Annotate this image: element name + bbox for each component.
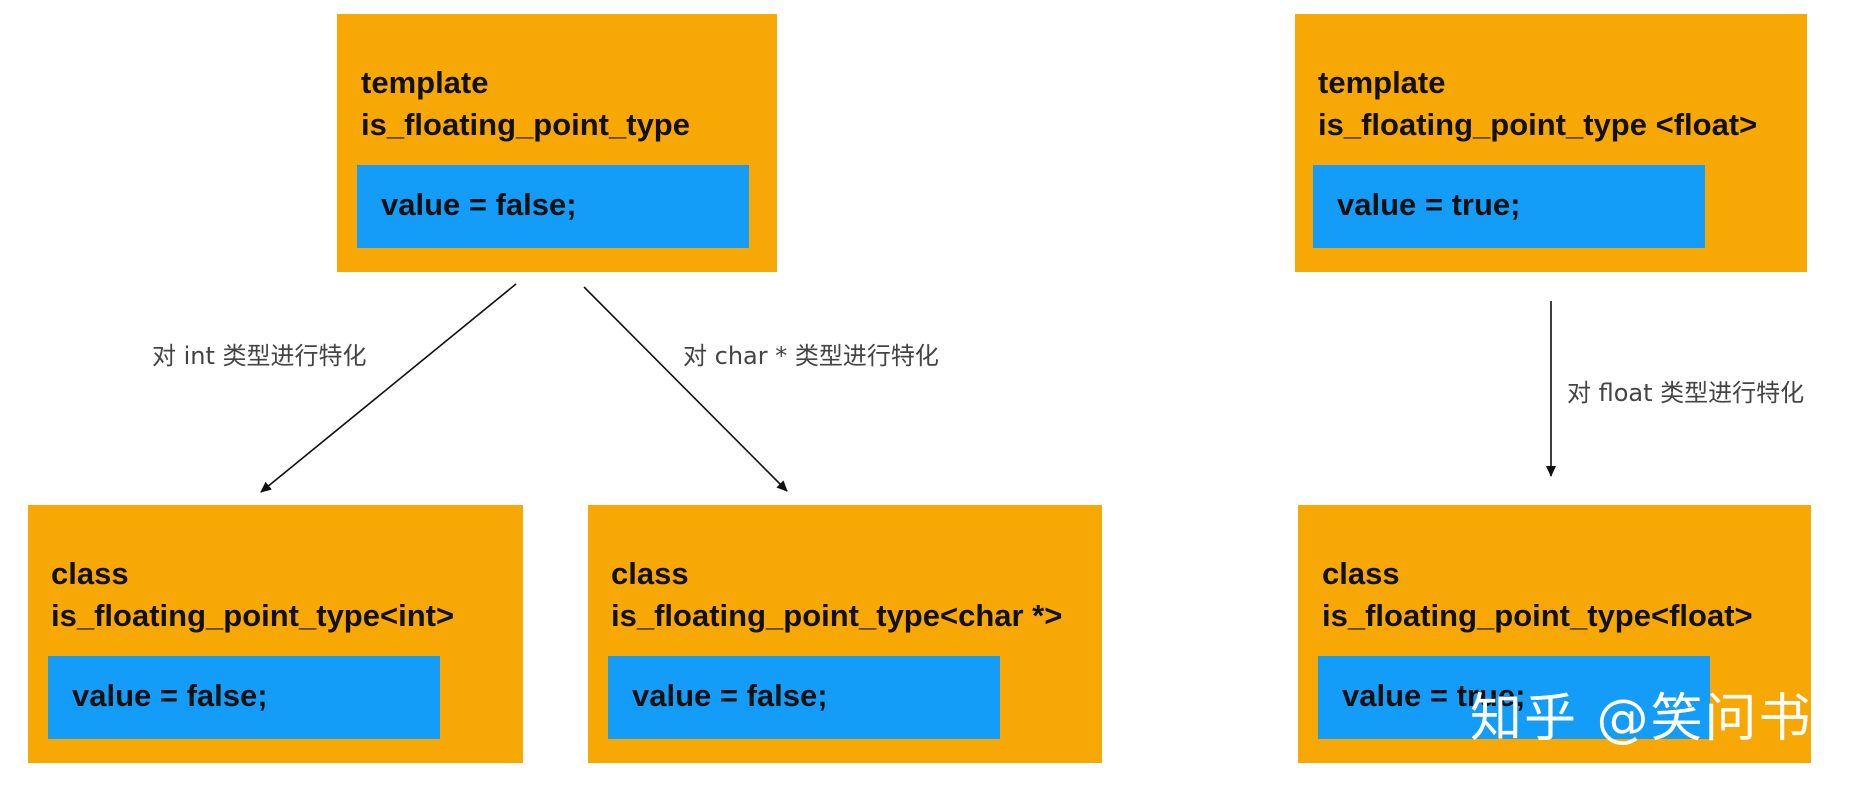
int-specialization-name: is_floating_point_type<int> [51, 598, 455, 633]
int-specialization-keyword: class [51, 556, 129, 591]
primary-template-value: value = false; [381, 187, 577, 222]
float-template-value-box: value = true; [1313, 165, 1705, 248]
edge-label-char-ptr: 对 char * 类型进行特化 [683, 342, 939, 370]
char-ptr-specialization-name: is_floating_point_type<char *> [611, 598, 1063, 633]
float-template-name: is_floating_point_type <float> [1318, 107, 1758, 142]
char-ptr-specialization-value: value = false; [632, 678, 828, 713]
int-specialization-value: value = false; [72, 678, 268, 713]
edge-label-float: 对 float 类型进行特化 [1567, 379, 1805, 407]
float-template-keyword: template [1318, 65, 1446, 100]
primary-template-name: is_floating_point_type [361, 107, 690, 142]
int-specialization-value-box: value = false; [48, 656, 440, 739]
arrow-to-char-ptr [583, 286, 788, 492]
int-specialization-box: class is_floating_point_type<int> value … [28, 505, 523, 763]
char-ptr-specialization-keyword: class [611, 556, 689, 591]
char-ptr-specialization-value-box: value = false; [608, 656, 1000, 739]
primary-template-keyword: template [361, 65, 489, 100]
float-class-box: class is_floating_point_type<float> valu… [1298, 505, 1811, 763]
float-template-value: value = true; [1337, 187, 1521, 222]
float-class-name: is_floating_point_type<float> [1322, 598, 1753, 633]
float-class-value-box: value = true; [1318, 656, 1710, 739]
zhihu-watermark: 知乎 @笑问书 [1470, 689, 1813, 749]
arrow-to-int [260, 283, 517, 493]
float-class-value: value = true; [1342, 678, 1526, 713]
primary-template-box: template is_floating_point_type value = … [337, 14, 777, 272]
float-template-box: template is_floating_point_type <float> … [1295, 14, 1807, 272]
char-ptr-specialization-box: class is_floating_point_type<char *> val… [588, 505, 1102, 763]
edge-label-int: 对 int 类型进行特化 [152, 342, 367, 370]
primary-template-value-box: value = false; [357, 165, 749, 248]
float-class-keyword: class [1322, 556, 1400, 591]
